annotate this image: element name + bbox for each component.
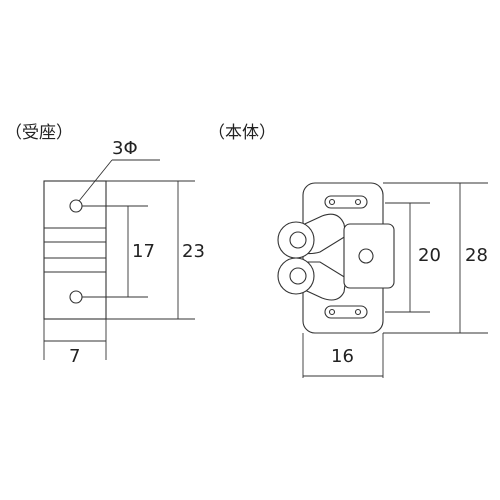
housing-rivet: [358, 248, 374, 264]
receiver-pitch-value: 17: [132, 241, 155, 262]
hole-leader: [78, 159, 160, 202]
body-height-dimension: [383, 182, 488, 334]
receiver-part: [43, 180, 107, 320]
slot-screw: [328, 198, 336, 206]
receiver-top-hole: [69, 199, 83, 213]
slot-screw: [354, 198, 362, 206]
body-inner-height-dimension: [385, 202, 430, 313]
body-height-value: 28: [465, 245, 488, 266]
receiver-pitch-dimension: [82, 205, 148, 298]
receiver-title: （受座）: [5, 123, 73, 143]
receiver-width-dimension: [43, 319, 107, 360]
receiver-width-value: 7: [69, 346, 80, 367]
body-inner-height-value: 20: [418, 245, 441, 266]
hole-leader-line: [78, 159, 113, 202]
receiver-height-value: 23: [182, 241, 205, 262]
body-width-dimension: [302, 333, 384, 378]
hole-diameter-label: 3Φ: [112, 138, 138, 159]
body-part: [277, 182, 395, 334]
receiver-height-dimension: [106, 180, 195, 320]
slot-screw: [328, 308, 336, 316]
body-width-value: 16: [331, 346, 354, 367]
body-title: （本体）: [208, 123, 276, 143]
upper-roller-axle: [289, 231, 307, 249]
lower-roller-axle: [289, 267, 307, 285]
body-bottom-slot: [324, 305, 368, 319]
body-top-slot: [324, 195, 368, 209]
receiver-bottom-hole: [69, 290, 83, 304]
slot-screw: [354, 308, 362, 316]
